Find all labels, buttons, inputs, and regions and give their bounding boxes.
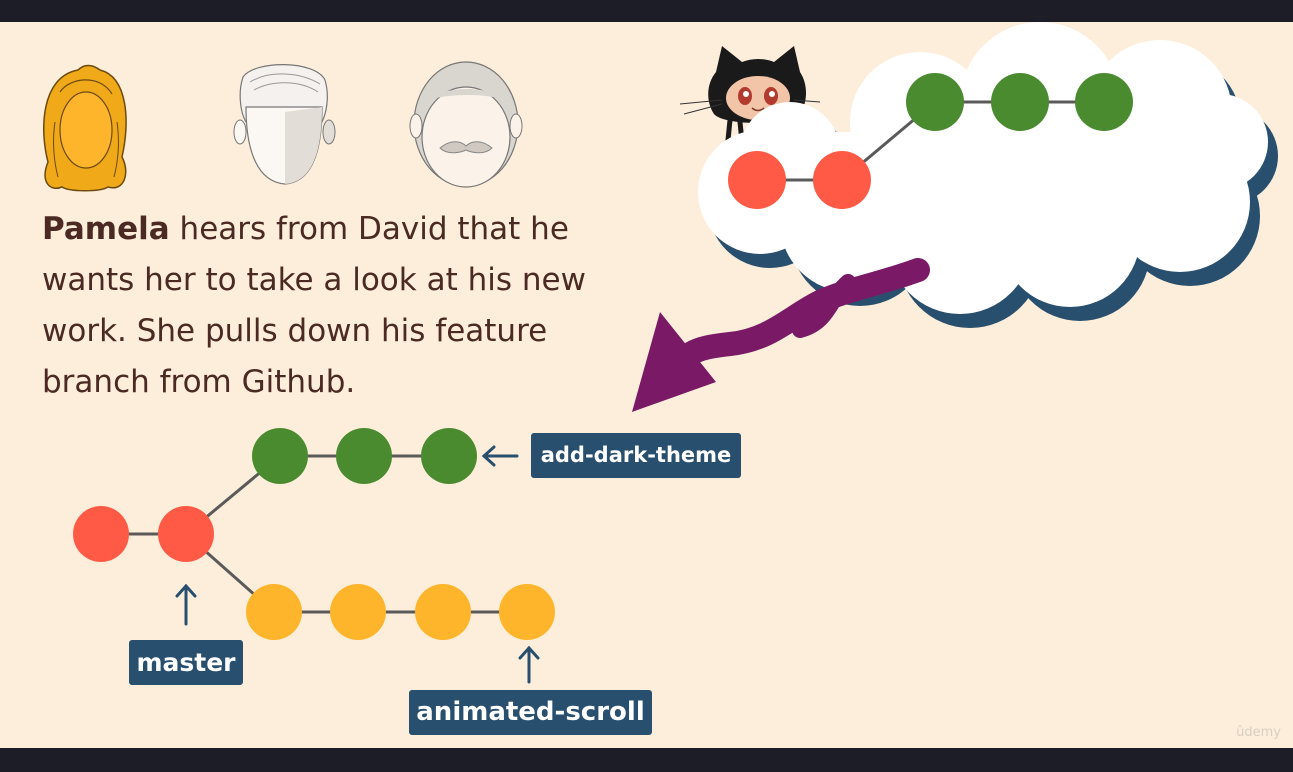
old-man-face-icon <box>409 61 523 188</box>
commit-node <box>73 506 129 562</box>
commit-node <box>813 151 871 209</box>
arrow-up-icon <box>175 583 197 626</box>
commit-node <box>421 428 477 484</box>
commit-node <box>499 584 555 640</box>
commit-node <box>991 73 1049 131</box>
branch-label-master: master <box>129 640 243 685</box>
arrow-left-icon <box>481 445 519 467</box>
slide: Pamela hears from David that he wants he… <box>0 22 1293 748</box>
narrative-text: Pamela hears from David that he wants he… <box>42 204 652 408</box>
commit-node <box>252 428 308 484</box>
cloud-commit-graph <box>728 73 1133 209</box>
local-commit-graph <box>73 428 555 640</box>
pull-arrow-icon <box>632 258 930 412</box>
commit-node <box>728 151 786 209</box>
narrative-name: Pamela <box>42 211 170 247</box>
commit-node <box>415 584 471 640</box>
narrative-body: hears from David that he wants her to ta… <box>42 211 586 400</box>
commit-node <box>906 73 964 131</box>
commit-node <box>158 506 214 562</box>
bottom-letterbox-bar <box>0 748 1293 772</box>
top-letterbox-bar <box>0 0 1293 22</box>
udemy-watermark: ûdemy <box>1236 725 1281 740</box>
commit-node <box>1075 73 1133 131</box>
commit-node <box>336 428 392 484</box>
arrow-up-icon <box>518 645 540 684</box>
commit-node <box>246 584 302 640</box>
branch-label-add-dark-theme: add-dark-theme <box>531 433 741 478</box>
branch-label-animated-scroll: animated-scroll <box>409 690 652 735</box>
slide-graphics <box>43 22 1278 684</box>
commit-node <box>330 584 386 640</box>
woman-face-icon <box>43 64 127 192</box>
man-face-icon <box>233 64 336 185</box>
